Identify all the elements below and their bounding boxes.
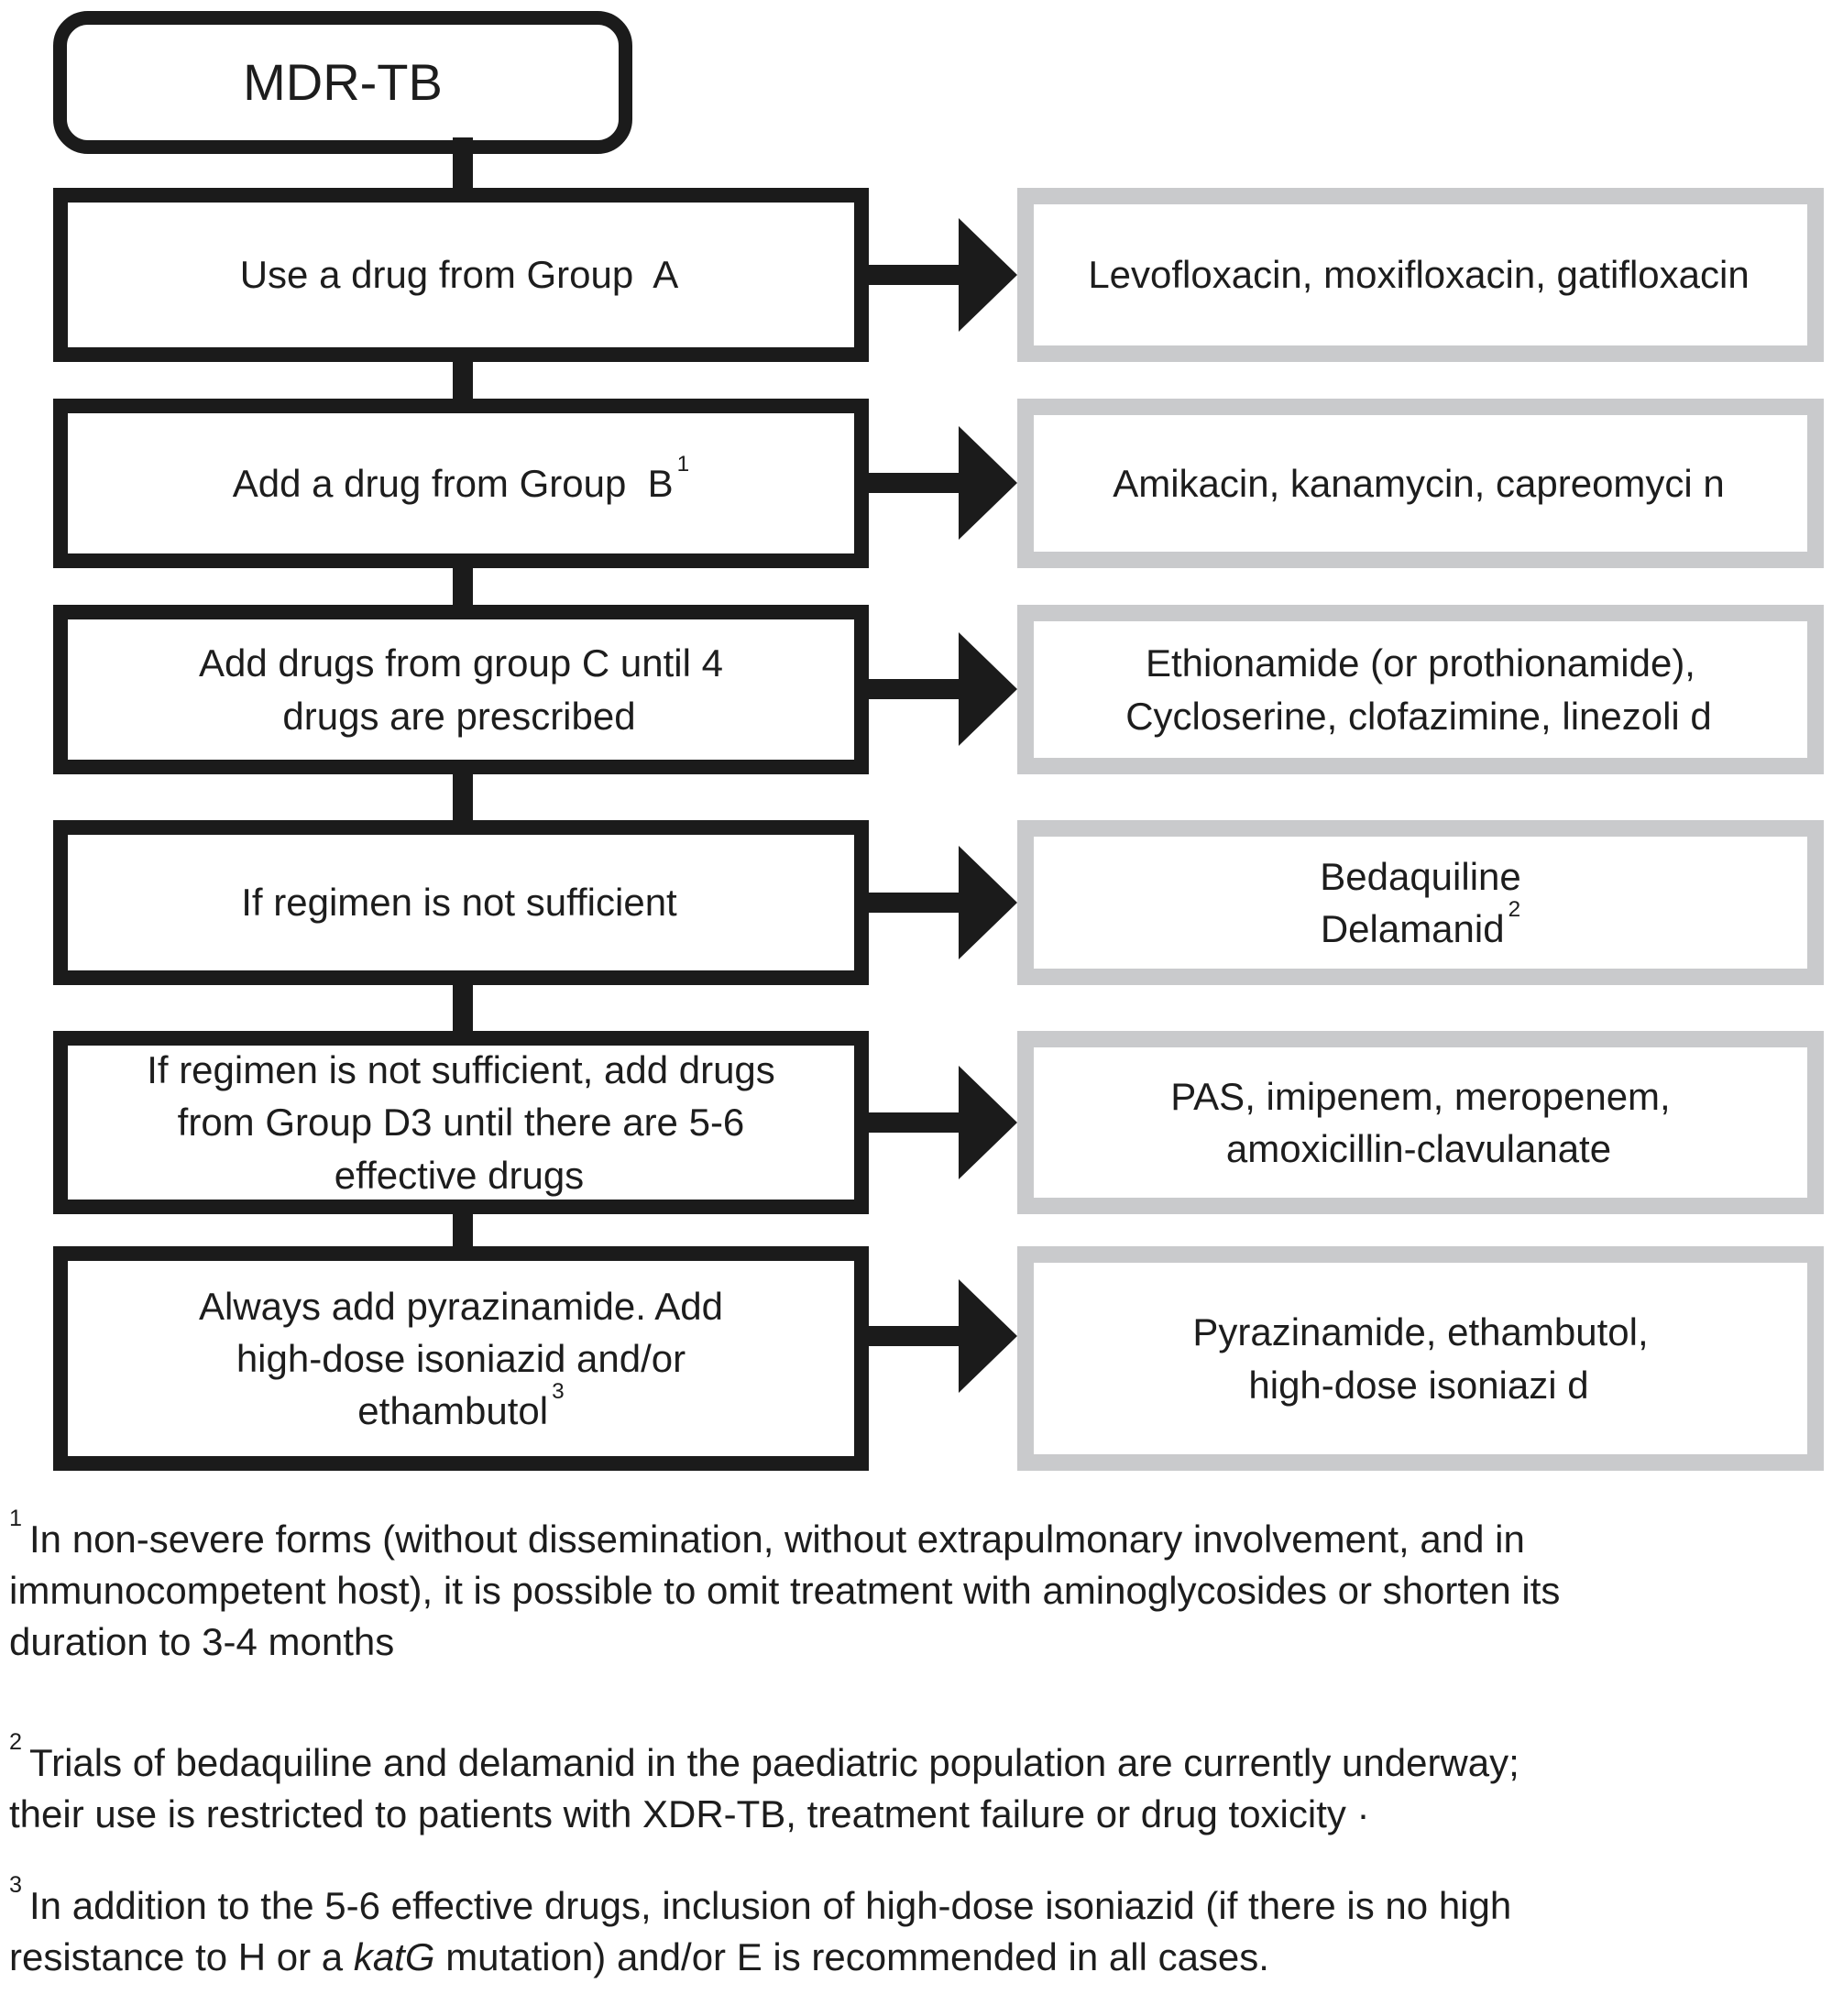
drug-text: Bedaquiline Delamanid: [1320, 854, 1521, 950]
arrow-shaft: [869, 1112, 960, 1133]
step-text: Use a drug from Group A: [239, 253, 679, 297]
mdr-tb-label: MDR-TB: [243, 52, 443, 111]
step-text: If regimen is not sufficient, add drugs …: [147, 1048, 775, 1197]
drug-list: Ethionamide (or prothionamide), Cycloser…: [1125, 637, 1716, 741]
drug-list: Amikacin, kanamycin, capreomyci n: [1113, 457, 1728, 509]
connector-line: [453, 559, 473, 612]
arrow-head: [959, 218, 1017, 332]
drug-list: Levofloxacin, moxifloxacin, gatifloxacin: [1088, 248, 1752, 301]
arrow-right-icon: [869, 632, 1019, 746]
arrow-right-icon: [869, 218, 1019, 332]
step-text: Always add pyrazinamide. Add high-dose i…: [199, 1284, 723, 1433]
arrow-shaft: [869, 893, 960, 913]
drug-box-group-b: Amikacin, kanamycin, capreomyci n: [1017, 399, 1824, 568]
arrow-head: [959, 1279, 1017, 1393]
step-label: If regimen is not sufficient, add drugs …: [147, 1044, 775, 1200]
step-superscript: 1: [676, 451, 690, 477]
step-label: Use a drug from Group A: [240, 248, 683, 301]
step-label: Always add pyrazinamide. Add high-dose i…: [199, 1280, 723, 1437]
drug-box-group-c: Ethionamide (or prothionamide), Cycloser…: [1017, 605, 1824, 774]
connector-line: [453, 765, 473, 827]
step-box-pyrazinamide: Always add pyrazinamide. Add high-dose i…: [53, 1246, 869, 1471]
arrow-right-icon: [869, 1066, 1019, 1179]
drug-list: PAS, imipenem, meropenem, amoxicillin-cl…: [1170, 1070, 1670, 1175]
drug-text: Amikacin, kanamycin, capreomyci n: [1113, 461, 1725, 505]
footnote-2-marker: 2: [9, 1729, 23, 1756]
step-label: Add drugs from group C until 4 drugs are…: [199, 637, 723, 741]
drug-box-group-d3: PAS, imipenem, meropenem, amoxicillin-cl…: [1017, 1031, 1824, 1214]
arrow-right-icon: [869, 1279, 1019, 1393]
step-text: Add a drug from Group B: [232, 461, 674, 505]
arrow-shaft: [869, 265, 960, 285]
drug-box-pyrazinamide: Pyrazinamide, ethambutol, high-dose ison…: [1017, 1246, 1824, 1471]
arrow-right-icon: [869, 426, 1019, 540]
arrow-shaft: [869, 1326, 960, 1346]
footnote-3-marker: 3: [9, 1872, 23, 1899]
connector-line: [453, 353, 473, 406]
arrow-head: [959, 1066, 1017, 1179]
drug-text: Levofloxacin, moxifloxacin, gatifloxacin: [1088, 253, 1750, 297]
step-superscript: 3: [552, 1378, 565, 1404]
drug-superscript: 2: [1508, 896, 1521, 922]
connector-line: [453, 1205, 473, 1254]
drug-text: PAS, imipenem, meropenem, amoxicillin-cl…: [1170, 1074, 1671, 1170]
step-text: Add drugs from group C until 4 drugs are…: [199, 641, 723, 738]
footnote-1-marker: 1: [9, 1506, 23, 1532]
connector-line: [453, 976, 473, 1038]
arrow-head: [959, 632, 1017, 746]
connector-line: [453, 137, 473, 194]
step-box-group-c: Add drugs from group C until 4 drugs are…: [53, 605, 869, 774]
step-box-group-a: Use a drug from Group A: [53, 188, 869, 362]
arrow-head: [959, 846, 1017, 959]
drug-text: Ethionamide (or prothionamide), Cycloser…: [1125, 641, 1712, 738]
step-label: If regimen is not sufficient: [241, 876, 680, 928]
footnote-3-italic-gene: katG: [353, 1934, 435, 1978]
drug-list: Pyrazinamide, ethambutol, high-dose ison…: [1192, 1306, 1648, 1410]
mdr-tb-box: MDR-TB: [53, 11, 632, 154]
arrow-shaft: [869, 679, 960, 699]
footnote-3-text-after: mutation) and/or E is recommended in all…: [434, 1934, 1269, 1978]
footnote-2-text: Trials of bedaquiline and delamanid in t…: [9, 1741, 1519, 1835]
arrow-shaft: [869, 473, 960, 493]
footnote-1-text: In non-severe forms (without disseminati…: [9, 1517, 1561, 1663]
footnote-3-text-before: In addition to the 5-6 effective drugs, …: [9, 1884, 1512, 1978]
step-box-group-d3: If regimen is not sufficient, add drugs …: [53, 1031, 869, 1214]
drug-box-group-a: Levofloxacin, moxifloxacin, gatifloxacin: [1017, 188, 1824, 362]
drug-text: Pyrazinamide, ethambutol, high-dose ison…: [1192, 1310, 1649, 1407]
step-box-regimen-not-sufficient: If regimen is not sufficient: [53, 820, 869, 985]
step-text: If regimen is not sufficient: [241, 881, 677, 925]
arrow-head: [959, 426, 1017, 540]
arrow-right-icon: [869, 846, 1019, 959]
